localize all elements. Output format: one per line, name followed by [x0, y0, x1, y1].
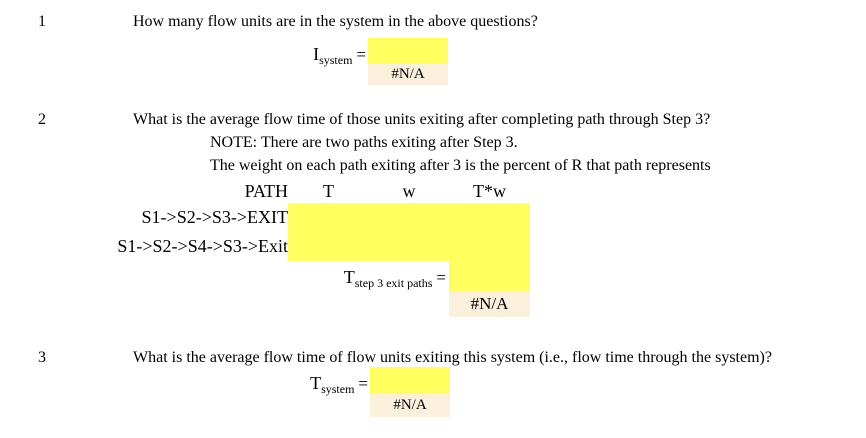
q1-formula-base: I — [313, 44, 320, 64]
q3-formula-subscript: system — [321, 382, 355, 396]
q2-row1-w-input-cell[interactable] — [369, 203, 449, 232]
path-row-2-label: S1->S2->S4->S3->Exit — [117, 236, 288, 256]
q2-row2-tw-input-cell[interactable] — [449, 232, 530, 261]
q2-note-1: NOTE: There are two paths exiting after … — [210, 134, 518, 151]
table-header-tw: T*w — [473, 181, 506, 201]
q2-answer-input-cell[interactable] — [449, 261, 530, 291]
q2-row1-t-input-cell[interactable] — [288, 203, 369, 232]
q2-row2-w-input-cell[interactable] — [369, 232, 449, 261]
q2-equals-sign: = — [436, 268, 446, 287]
question-1-text: How many flow units are in the system in… — [133, 13, 538, 30]
question-2-number: 2 — [38, 111, 46, 128]
question-1-number: 1 — [38, 13, 46, 30]
q1-answer-input-cell[interactable] — [368, 38, 448, 64]
q1-equals-sign: = — [356, 45, 366, 64]
q2-formula-subscript: step 3 exit paths — [354, 276, 433, 290]
q2-formula-label: Tstep 3 exit paths= — [200, 263, 446, 297]
q2-formula-base: T — [343, 267, 355, 287]
q1-formula-label: Isystem= — [180, 42, 366, 72]
q2-row2-t-input-cell[interactable] — [288, 232, 369, 261]
q3-equals-sign: = — [358, 374, 368, 393]
question-2-text: What is the average flow time of those u… — [133, 111, 711, 128]
path-row-1-label: S1->S2->S3->EXIT — [141, 207, 288, 227]
table-header-w: w — [402, 181, 416, 201]
question-3-text: What is the average flow time of flow un… — [133, 349, 772, 366]
q2-note-2: The weight on each path exiting after 3 … — [210, 157, 711, 174]
q3-formula-base: T — [310, 373, 322, 393]
q3-formula-label: Tsystem= — [182, 371, 368, 402]
q2-row1-tw-input-cell[interactable] — [449, 203, 530, 232]
table-header-path: PATH — [244, 181, 288, 201]
q3-answer-input-cell[interactable] — [370, 367, 450, 394]
q2-result-cell: #N/A — [449, 291, 530, 317]
q1-formula-subscript: system — [319, 53, 353, 67]
question-3-number: 3 — [38, 349, 46, 366]
q1-result-cell: #N/A — [368, 64, 448, 85]
q3-result-cell: #N/A — [370, 394, 450, 417]
table-header-t: T — [323, 181, 334, 201]
